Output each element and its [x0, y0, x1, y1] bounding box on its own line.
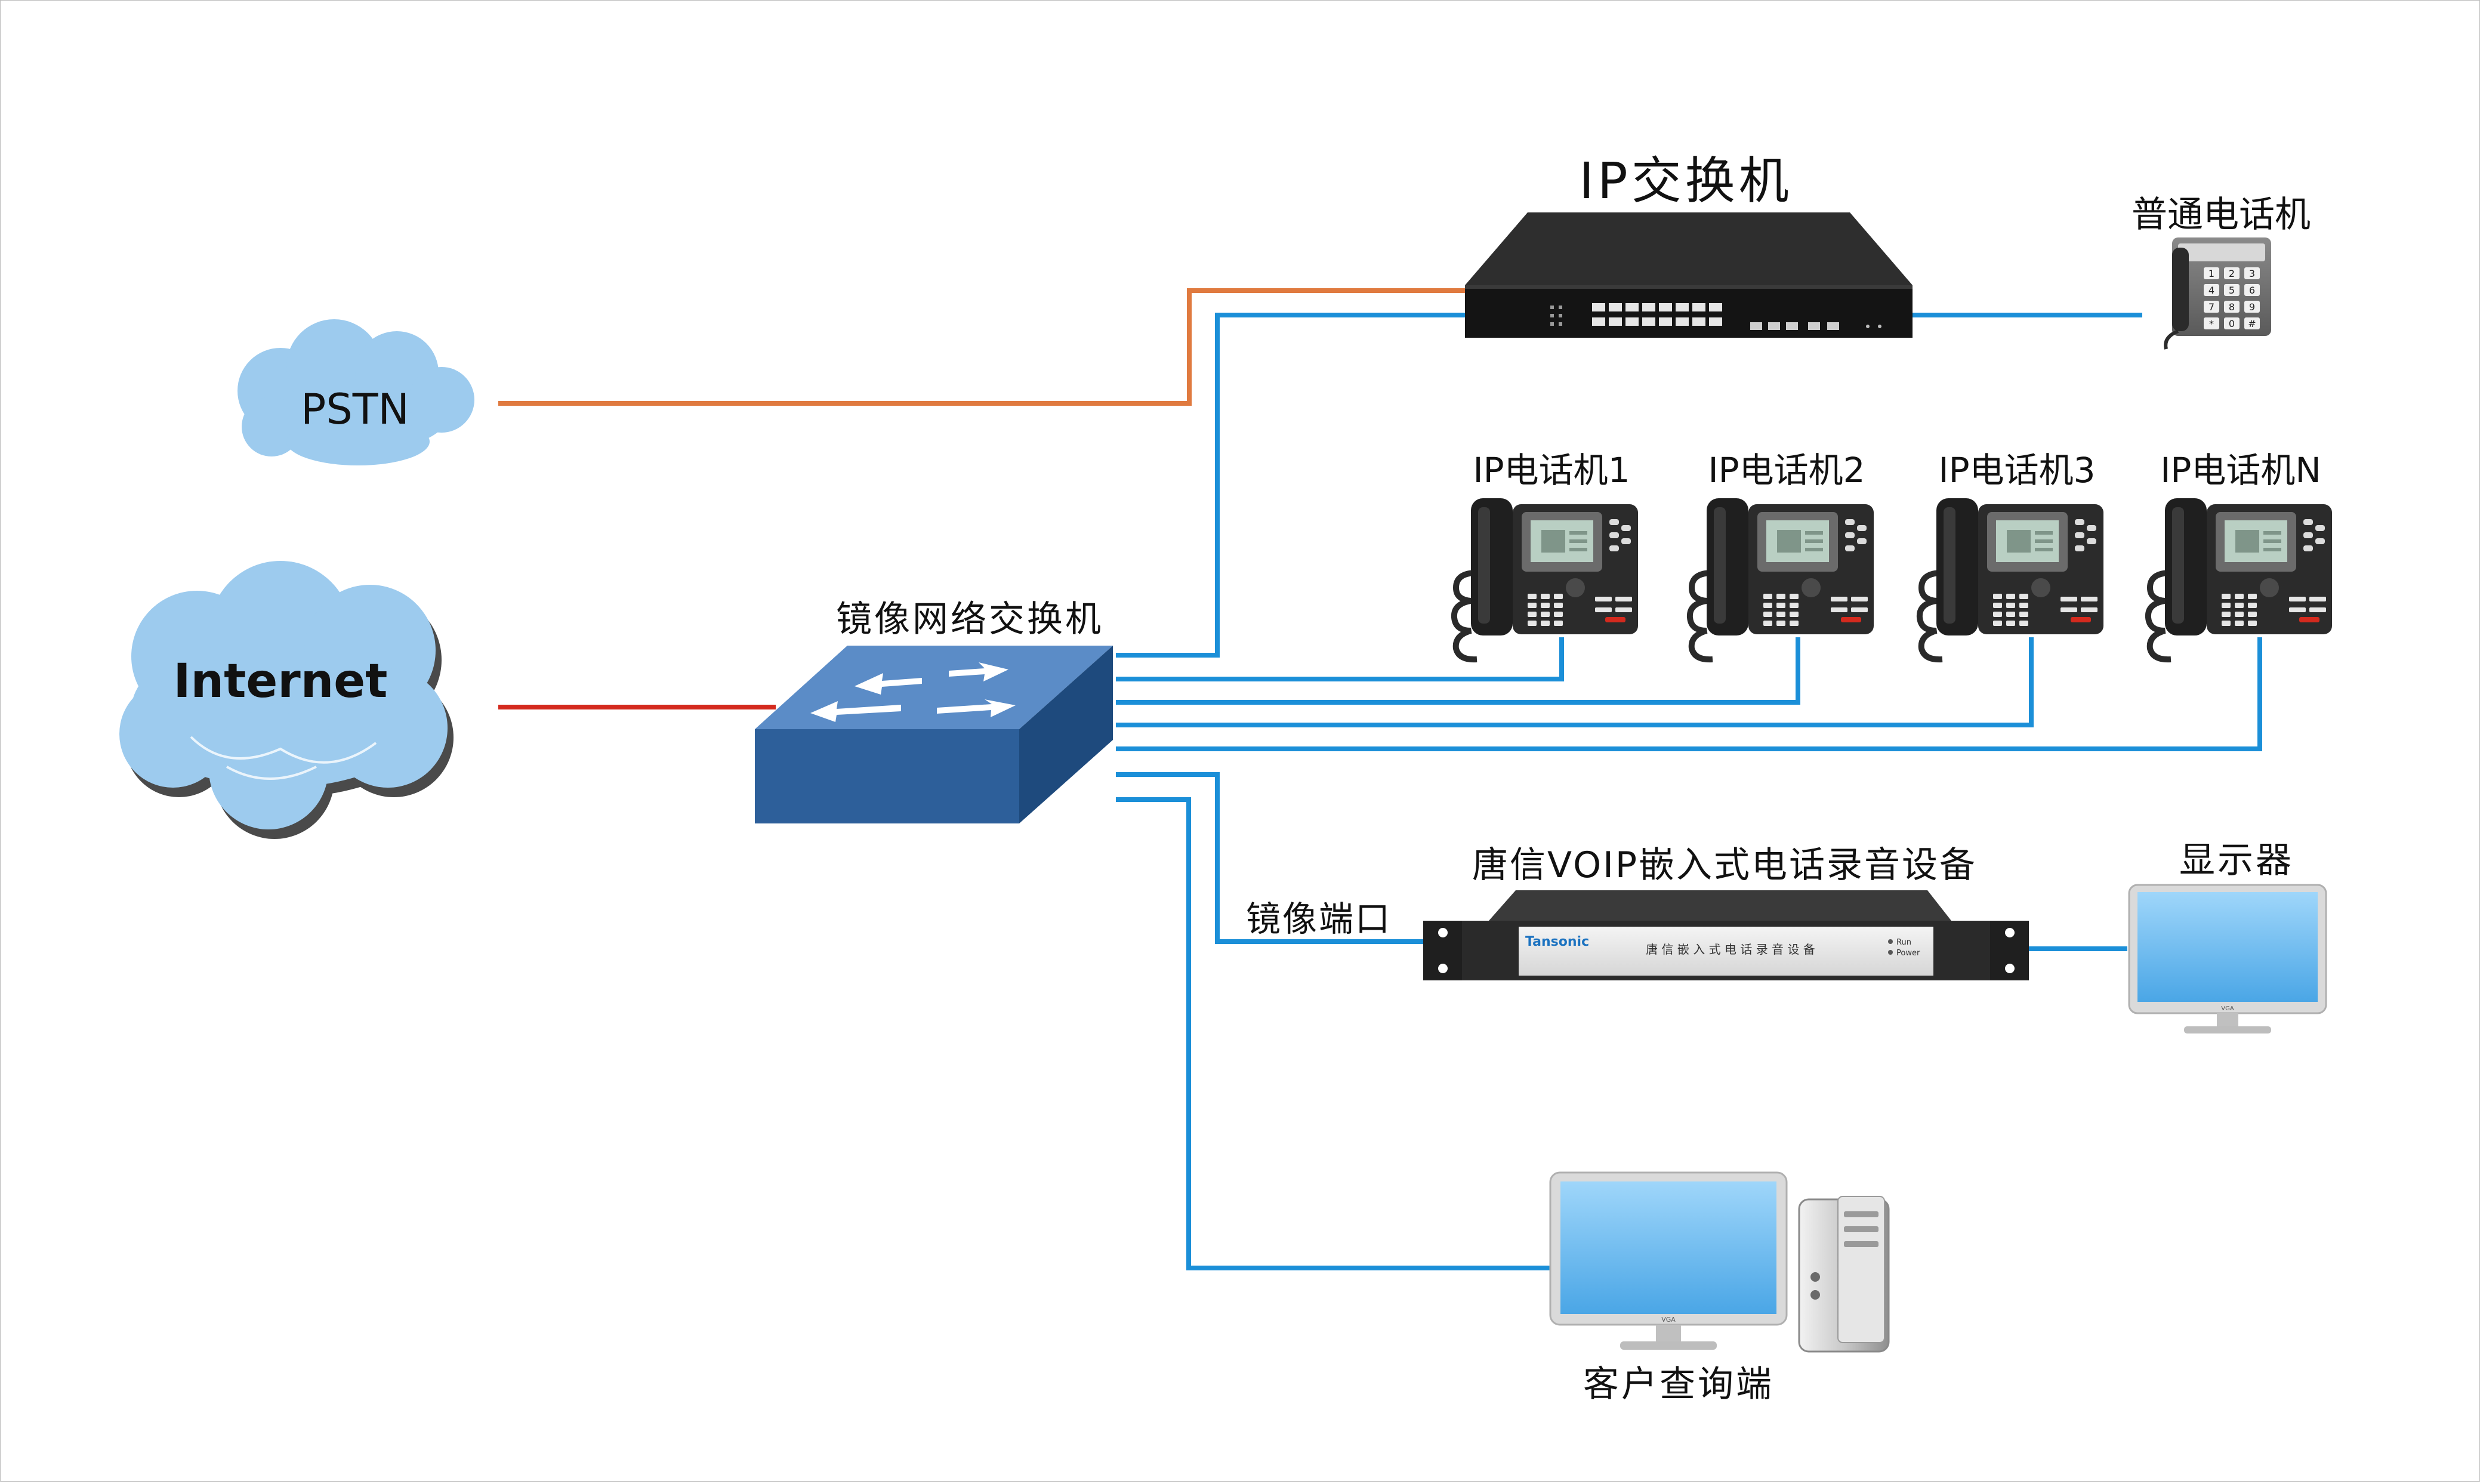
mirror-switch-label: 镜像网络交换机 — [836, 598, 1103, 640]
arrows-icon — [810, 662, 1016, 722]
computer-tower-icon — [1798, 1196, 1890, 1353]
pstn-link — [498, 288, 1465, 406]
keypad-key — [2244, 284, 2260, 296]
recorder-device: 唐信VOIP嵌入式电话录音设备 镜像端口 Tansonic 唐 信 嵌 入 式 … — [1246, 844, 2029, 980]
mirror-port-link — [1116, 772, 1429, 944]
ip-phone-3-link — [1116, 637, 2034, 727]
client-pc: VGA 客户查询端 — [1549, 1171, 1890, 1405]
keypad-key-label: 7 — [2208, 301, 2214, 313]
ip-phone-icon — [1916, 498, 2103, 663]
monitor-badge: VGA — [2221, 1005, 2234, 1012]
keypad-key-label: 6 — [2249, 285, 2255, 296]
cloud-icon — [119, 561, 454, 839]
keypad-key-label: 0 — [2229, 318, 2235, 329]
ip-phone-icon — [1686, 498, 1874, 663]
keypad-key — [2224, 301, 2240, 313]
keypad-key-label: # — [2248, 318, 2256, 329]
ip-phone-2-link — [1116, 637, 1800, 705]
ip-phone-n-link — [1116, 637, 2262, 751]
ip-switch-top — [1465, 212, 1913, 285]
uplink-to-ip-switch — [1116, 313, 1465, 658]
keypad-key — [2224, 267, 2240, 279]
internet-label: Internet — [174, 655, 388, 708]
pstn-label: PSTN — [301, 385, 409, 434]
ip-phone-icon — [2145, 498, 2332, 663]
keypad-key-label: 2 — [2229, 268, 2235, 279]
ip-switch: IP交换机 — [1465, 152, 1913, 338]
recorder-front-text: 唐 信 嵌 入 式 电 话 录 音 设 备 — [1646, 942, 1815, 957]
ip-phone-label: IP电话机2 — [1708, 450, 1865, 490]
keypad-key-label: 1 — [2208, 268, 2214, 279]
mirror-port-label: 镜像端口 — [1246, 899, 1392, 939]
recorder-brand: Tansonic — [1525, 934, 1589, 949]
keypad-key-label: 4 — [2208, 285, 2214, 296]
keypad-key — [2224, 284, 2240, 296]
keypad-key — [2224, 317, 2240, 329]
ip-phones: IP电话机1 IP电话机2 IP电话机3 IP电话机N — [1451, 450, 2332, 663]
mirror-switch-side — [1019, 646, 1113, 823]
ip-phone-3: IP电话机3 — [1916, 450, 2103, 663]
desktop-monitor-icon: VGA — [1549, 1171, 1788, 1350]
ip-phone-2: IP电话机2 — [1686, 450, 1874, 663]
keypad-key-label: 9 — [2249, 301, 2255, 313]
pstn-cloud: PSTN — [237, 319, 474, 465]
keypad-key — [2204, 301, 2219, 313]
ip-phone-label: IP电话机3 — [1939, 450, 2096, 490]
ip-phone-label: IP电话机N — [2160, 450, 2321, 490]
keypad-key — [2244, 317, 2260, 329]
analog-phone-label: 普通电话机 — [2132, 194, 2311, 236]
mirror-switch-top — [755, 646, 1113, 729]
keypad-key — [2204, 284, 2219, 296]
internet-cloud: Internet — [119, 561, 454, 839]
recorder-led-run: Run — [1896, 938, 1911, 947]
client-link — [1116, 797, 1550, 1270]
recorder-title: 唐信VOIP嵌入式电话录音设备 — [1472, 844, 1977, 886]
ip-phone-1: IP电话机1 — [1451, 450, 1638, 663]
keypad-key-label: 8 — [2229, 301, 2235, 313]
keypad-key-label: 3 — [2249, 268, 2255, 279]
recorder-faceplate — [1519, 927, 1933, 976]
client-monitor-badge: VGA — [1661, 1316, 1676, 1323]
mirror-switch: 镜像网络交换机 — [755, 598, 1113, 823]
ip-phone-label: IP电话机1 — [1473, 450, 1630, 490]
monitor-label: 显示器 — [2179, 840, 2294, 881]
telephone-icon: 1 2 3 4 5 6 7 8 9 * 0 # — [2164, 237, 2271, 350]
recorder-led-power: Power — [1896, 949, 1920, 958]
keypad-key-label: 5 — [2229, 285, 2235, 296]
keypad: 1 2 3 4 5 6 7 8 9 * 0 # — [2204, 267, 2260, 329]
monitor-icon: VGA — [2128, 884, 2327, 1033]
ip-phone-icon — [1451, 498, 1638, 663]
cloud-icon — [237, 319, 474, 465]
keypad-key — [2244, 267, 2260, 279]
keypad-key — [2204, 317, 2219, 329]
keypad-key — [2244, 301, 2260, 313]
client-label: 客户查询端 — [1583, 1363, 1774, 1405]
ip-phone-1-link — [1116, 637, 1564, 681]
ip-switch-label: IP交换机 — [1579, 152, 1792, 210]
monitor: 显示器 VGA — [2128, 840, 2327, 1033]
mirror-switch-front — [755, 729, 1019, 823]
keypad-key — [2204, 267, 2219, 279]
keypad-key-label: * — [2209, 318, 2214, 329]
ip-phone-4: IP电话机N — [2145, 450, 2332, 663]
analog-phone: 普通电话机 1 2 3 4 5 6 7 8 9 * 0 # — [2132, 194, 2311, 350]
ethernet-ports-icon — [1550, 303, 1881, 330]
connection-lines — [498, 288, 2262, 1270]
